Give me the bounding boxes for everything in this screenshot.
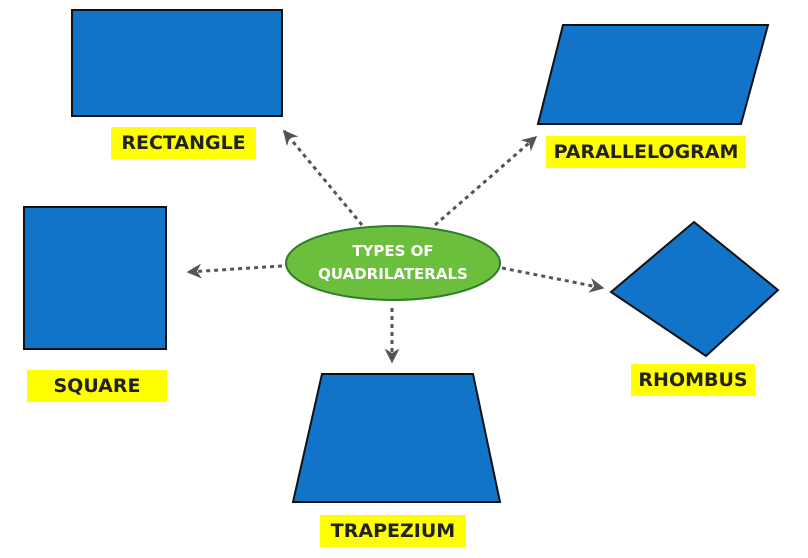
center-title-line1: TYPES OF (352, 242, 434, 260)
rhombus-shape (609, 220, 780, 358)
center-title-line2: QUADRILATERALS (318, 265, 468, 283)
square-label: SQUARE (27, 370, 167, 402)
rectangle-shape (71, 9, 283, 117)
parallelogram-shape (536, 24, 770, 125)
rhombus-label: RHOMBUS (631, 364, 755, 396)
arrow-to-square (186, 263, 283, 279)
arrow-to-rectangle (282, 129, 364, 226)
center-ellipse (285, 225, 501, 301)
arrow-to-rhombus (501, 266, 605, 293)
arrow-to-parallelogram (434, 135, 538, 227)
rectangle-label: RECTANGLE (111, 127, 256, 159)
trapezium-shape (291, 373, 502, 503)
trapezium-label: TRAPEZIUM (320, 515, 466, 547)
square-shape (23, 206, 167, 350)
parallelogram-label: PARALLELOGRAM (546, 136, 746, 168)
center-title: TYPES OF QUADRILATERALS (286, 240, 500, 286)
